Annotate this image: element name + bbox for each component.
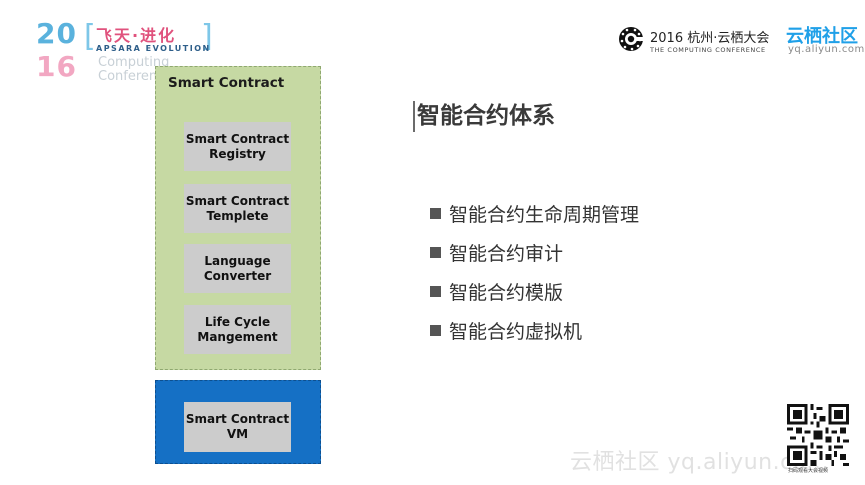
logo-bracket-left: [ [84,19,96,54]
heading-accent-bar [413,101,415,132]
layer-gap [155,370,321,380]
logo-year-top: 20 [36,17,77,50]
square-bullet-icon [430,247,441,258]
logo-title-en: APSARA EVOLUTION [96,44,211,53]
qr-code-icon[interactable] [787,404,849,466]
logo-subtitle-line2: Conference [98,69,173,84]
conference-subtitle: THE COMPUTING CONFERENCE [650,46,766,54]
bullet-text: 智能合约模版 [449,282,564,304]
bullet-item: 智能合约生命周期管理 [430,194,639,233]
bullet-item: 智能合约虚拟机 [430,311,639,350]
bullet-list: 智能合约生命周期管理 智能合约审计 智能合约模版 智能合约虚拟机 [430,194,639,350]
square-bullet-icon [430,286,441,297]
square-bullet-icon [430,208,441,219]
watermark: 云栖社区 yq.aliyun.com [570,450,829,475]
bullet-text: 智能合约审计 [449,243,564,265]
logo-subtitle: Computing Conference [98,56,172,84]
logo-title-cn: 飞天·进化 [96,26,177,45]
slide-heading: 智能合约体系 [417,103,555,129]
logo-bracket-right: ] [201,19,213,54]
module-template: Smart Contract Templete [184,184,291,233]
brand-url[interactable]: yq.aliyun.com [788,44,865,55]
bullet-item: 智能合约审计 [430,233,639,272]
smart-contract-title: Smart Contract [168,75,285,91]
square-bullet-icon [430,325,441,336]
event-logo: 20 16 [ 飞天·进化 ] APSARA EVOLUTION Computi… [36,20,216,90]
logo-year-bottom: 16 [36,50,77,83]
conference-title: 2016 杭州·云栖大会 [650,31,770,46]
brand-name: 云栖社区 [786,26,858,47]
module-life-cycle: Life Cycle Mangement [184,305,291,354]
module-language-converter: Language Converter [184,244,291,293]
bullet-text: 智能合约虚拟机 [449,321,583,343]
conference-globe-icon [619,27,644,51]
bullet-item: 智能合约模版 [430,272,639,311]
module-vm: Smart Contract VM [184,402,291,452]
bullet-text: 智能合约生命周期管理 [449,204,640,226]
module-registry: Smart Contract Registry [184,122,291,171]
logo-subtitle-line1: Computing [98,55,170,70]
qr-caption: 扫码观看大会视频 [788,468,829,474]
